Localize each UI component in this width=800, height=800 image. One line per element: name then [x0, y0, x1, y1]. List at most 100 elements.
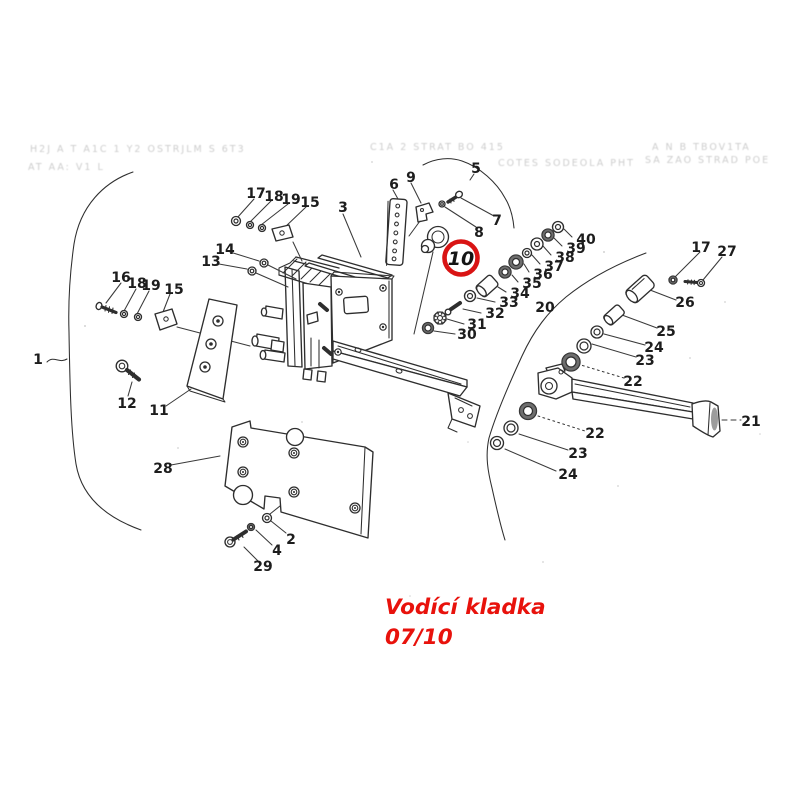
part-label-5: 5 — [471, 161, 481, 177]
part-label-19-left: 19 — [141, 278, 160, 294]
screw-27 — [683, 278, 706, 288]
plate-11 — [186, 298, 238, 403]
part-label-24-lower: 24 — [558, 467, 578, 483]
washer-part — [421, 321, 435, 335]
washer-part — [245, 220, 255, 230]
part-label-20: 20 — [535, 300, 555, 316]
part-label-36: 36 — [533, 267, 552, 283]
plate-15-top — [271, 224, 294, 242]
screw-29 — [224, 529, 248, 548]
main-block-assembly — [251, 254, 395, 383]
washer-part — [438, 200, 446, 208]
wire-curve-5 — [422, 158, 515, 229]
caption-line1: Vodící kladka — [385, 595, 546, 620]
washer-part — [489, 435, 505, 451]
part-label-13: 13 — [201, 254, 220, 270]
scan-artifact-text: A N B TBOV1TA — [652, 142, 751, 153]
screw-16 — [95, 301, 118, 315]
screw-32 — [444, 301, 462, 316]
washer-part — [561, 352, 581, 372]
part-label-23-lower: 23 — [568, 446, 587, 462]
plate-bolt — [334, 348, 342, 356]
caption: Vodící kladka 07/10 — [385, 595, 546, 650]
base-plate-28 — [224, 420, 374, 539]
part-number-labels: 1234567891112131415151617171818191920212… — [33, 161, 761, 575]
part-label-18-top: 18 — [264, 189, 283, 205]
bolt-hole — [237, 436, 249, 448]
part-label-6: 6 — [389, 177, 399, 193]
scan-artifact-text: COTES SODEOLA PHT — [498, 158, 635, 169]
part-label-38: 38 — [555, 250, 574, 266]
part-label-31: 31 — [467, 317, 486, 333]
part-label-22-upper: 22 — [623, 374, 642, 390]
part-label-27: 27 — [717, 244, 736, 260]
washer-part — [551, 220, 565, 234]
swing-arm-21 — [537, 363, 721, 438]
part-label-9: 9 — [406, 170, 416, 186]
part-label-2: 2 — [286, 532, 296, 548]
washer-part — [257, 223, 267, 233]
drilled-strip-6 — [385, 197, 408, 266]
part-label-21: 21 — [741, 414, 760, 430]
part-label-28: 28 — [153, 461, 172, 477]
small-fasteners — [119, 200, 678, 532]
part-label-34: 34 — [510, 286, 530, 302]
part-label-11: 11 — [149, 403, 168, 419]
highlight-circle-10: 10 — [442, 239, 480, 277]
bolt-hole — [288, 447, 300, 459]
part-label-17-right: 17 — [691, 240, 710, 256]
washer-part — [590, 325, 604, 339]
part-label-4: 4 — [272, 543, 282, 559]
roller-25 — [603, 304, 625, 326]
tab-plate-9 — [415, 202, 434, 223]
plate-hole — [212, 315, 224, 327]
washer-part — [261, 512, 273, 524]
part-label-15-left: 15 — [164, 282, 183, 298]
plate-bolt — [379, 323, 387, 331]
bolt-hole — [237, 466, 249, 478]
bracket-curve-1 — [46, 171, 142, 531]
part-label-39: 39 — [566, 241, 585, 257]
washer-part — [518, 401, 538, 421]
screw-7 — [446, 190, 464, 204]
washer-part — [246, 522, 256, 532]
bolt-hole — [288, 486, 300, 498]
plate-hole — [205, 338, 217, 350]
washer-part — [119, 309, 129, 319]
part-label-32: 32 — [485, 306, 504, 322]
washer-part — [503, 420, 519, 436]
highlighted-part-number: 10 — [448, 248, 474, 270]
part-label-17-top: 17 — [246, 186, 265, 202]
washer-part — [541, 228, 555, 242]
washer-part — [576, 338, 592, 354]
part-label-26: 26 — [675, 295, 694, 311]
bracket-curve-20 — [486, 252, 647, 541]
part-label-23-upper: 23 — [635, 353, 654, 369]
part-label-1: 1 — [33, 352, 43, 368]
part-label-37: 37 — [544, 259, 563, 275]
part-label-19-top: 19 — [281, 192, 300, 208]
scan-artifact-text: SA ZAO STRAD POE — [645, 155, 770, 166]
center-arm — [332, 340, 481, 433]
part-label-3: 3 — [338, 200, 348, 216]
bushing-34 — [475, 274, 499, 298]
washer-part — [530, 237, 544, 251]
washer-part — [498, 265, 512, 279]
part-label-29: 29 — [253, 559, 272, 575]
screw-12 — [115, 359, 142, 382]
washer-part — [521, 247, 533, 259]
part-label-22-lower: 22 — [585, 426, 604, 442]
washer-part — [433, 311, 447, 325]
washer-part — [259, 258, 269, 268]
part-label-12: 12 — [117, 396, 136, 412]
part-label-16: 16 — [111, 270, 130, 286]
scan-specks — [84, 161, 761, 597]
leader-lines — [105, 173, 742, 562]
part-label-40: 40 — [576, 232, 596, 248]
part-label-14: 14 — [215, 242, 235, 258]
scan-artifact-text: AT AA: V1 L — [28, 162, 105, 173]
washer-part — [230, 215, 242, 227]
plate-bolt — [335, 288, 343, 296]
